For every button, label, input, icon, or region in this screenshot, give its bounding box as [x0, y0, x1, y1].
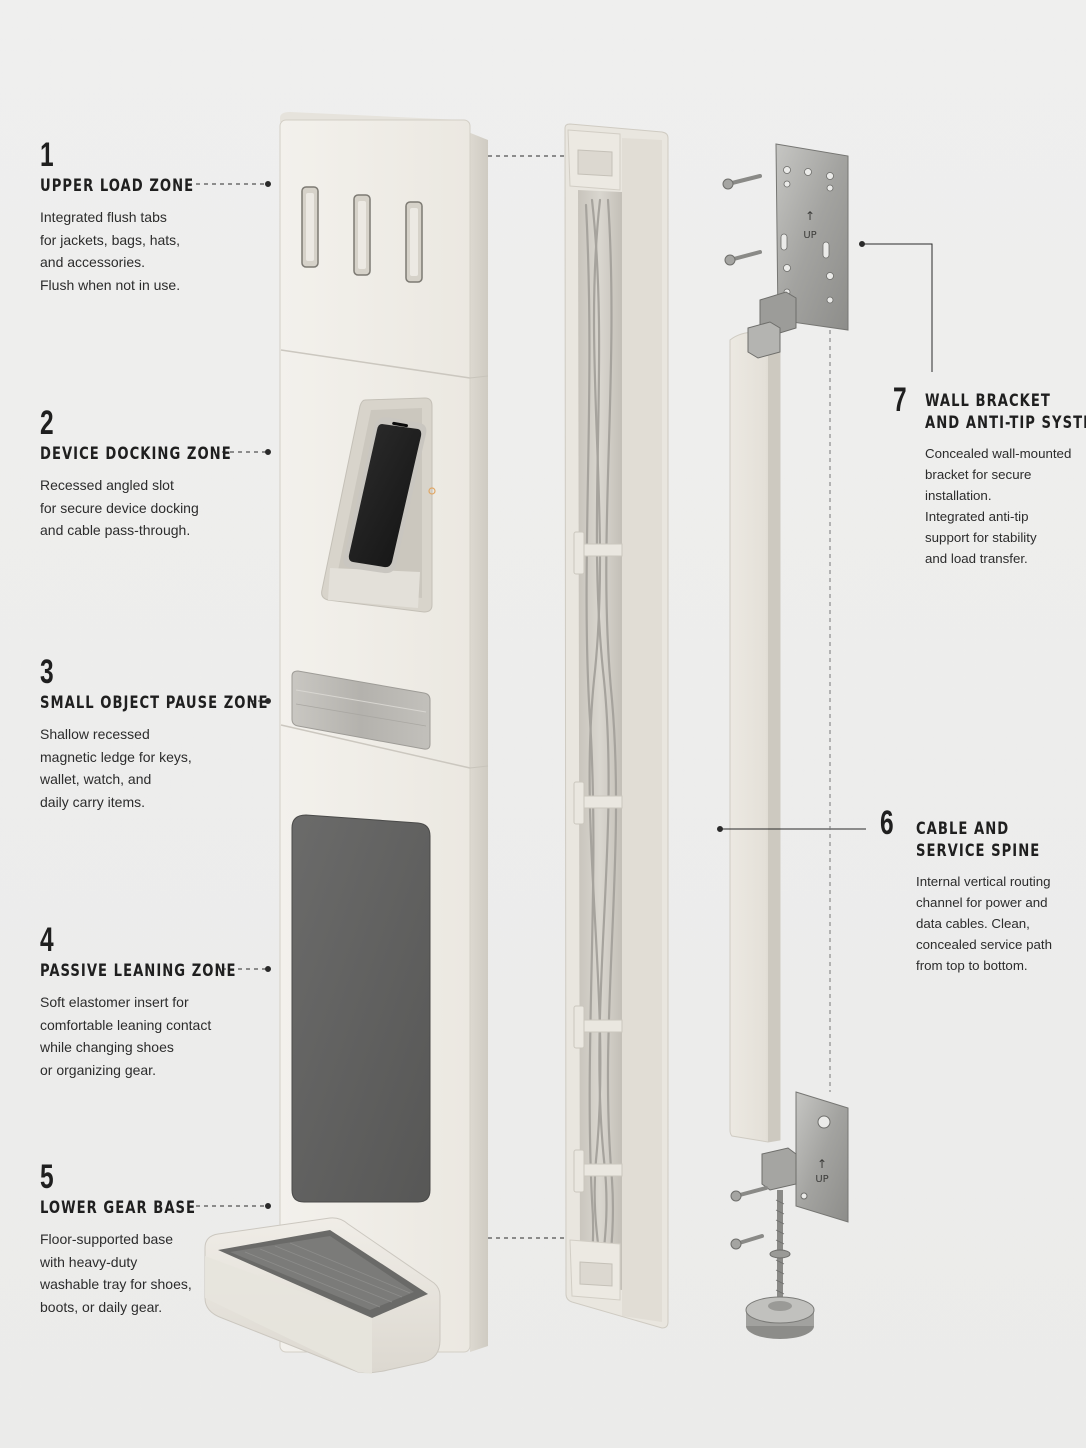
up-label-top: UP	[803, 230, 816, 241]
gear-tray	[204, 1217, 441, 1374]
callout-number: 4	[40, 921, 54, 959]
callout-title: UPPER LOAD ZONE	[40, 176, 195, 196]
top-wall-bracket: ↑ UP	[747, 143, 849, 359]
spine-cover	[729, 331, 781, 1143]
flush-tabs	[301, 186, 423, 283]
callout-lower-gear-base: 5 LOWER GEAR BASE Floor-supported base w…	[40, 1160, 221, 1318]
up-label-bottom: UP	[815, 1174, 828, 1185]
callout-description: Shallow recessed magnetic ledge for keys…	[40, 726, 192, 810]
main-panel	[204, 112, 489, 1374]
callout-number: 3	[40, 653, 54, 691]
callout-title-line: WALL BRACKET	[925, 391, 1051, 411]
up-arrow-top: ↑	[805, 209, 815, 223]
callout-title: SMALL OBJECT PAUSE ZONE	[40, 693, 269, 713]
callout-description: Recessed angled slot for secure device d…	[40, 477, 199, 538]
callout-number: 2	[40, 404, 54, 442]
callout-passive-leaning-zone: 4 PASSIVE LEANING ZONE Soft elastomer in…	[40, 923, 269, 1081]
callout-title: DEVICE DOCKING ZONE	[40, 444, 232, 464]
callout-description: Internal vertical routing channel for po…	[916, 874, 1053, 973]
callout-number: 1	[40, 136, 54, 174]
leader-lines	[188, 155, 933, 1239]
phone-icon	[343, 417, 427, 574]
up-arrow-bottom: ↑	[817, 1157, 827, 1171]
callout-device-docking-zone: 2 DEVICE DOCKING ZONE Recessed angled sl…	[40, 406, 263, 542]
callout-number: 7	[893, 381, 907, 419]
callout-upper-load-zone: 1 UPPER LOAD ZONE Integrated flush tabs …	[40, 138, 219, 296]
callout-title-line: SERVICE SPINE	[916, 841, 1041, 861]
callout-title: LOWER GEAR BASE	[40, 1198, 197, 1218]
callout-number: 5	[40, 1158, 54, 1196]
callout-title-line: CABLE AND	[916, 819, 1010, 839]
callout-description: Floor-supported base with heavy-duty was…	[40, 1231, 192, 1315]
leveling-foot-icon	[745, 1296, 815, 1339]
callout-description: Concealed wall-mounted bracket for secur…	[925, 446, 1072, 566]
callout-cable-service-spine: 6 CABLE AND SERVICE SPINE Internal verti…	[880, 806, 1061, 976]
callout-title-line: AND ANTI-TIP SYSTEM	[925, 413, 1086, 433]
device-dock	[321, 397, 436, 613]
callout-number: 6	[880, 804, 894, 842]
bottom-anti-tip-bracket: ↑ UP	[730, 1091, 849, 1339]
magnetic-ledge	[291, 670, 431, 750]
callout-description: Soft elastomer insert for comfortable le…	[40, 994, 212, 1078]
cable-channel	[564, 123, 669, 1329]
elastomer-pad	[291, 814, 431, 1203]
callout-wall-bracket-anti-tip: 7 WALL BRACKET AND ANTI-TIP SYSTEM Conce…	[893, 383, 1086, 569]
callout-small-object-pause-zone: 3 SMALL OBJECT PAUSE ZONE Shallow recess…	[40, 655, 306, 813]
callout-description: Integrated flush tabs for jackets, bags,…	[40, 209, 181, 293]
screw-icon	[722, 174, 762, 266]
callout-title: PASSIVE LEANING ZONE	[40, 961, 237, 981]
